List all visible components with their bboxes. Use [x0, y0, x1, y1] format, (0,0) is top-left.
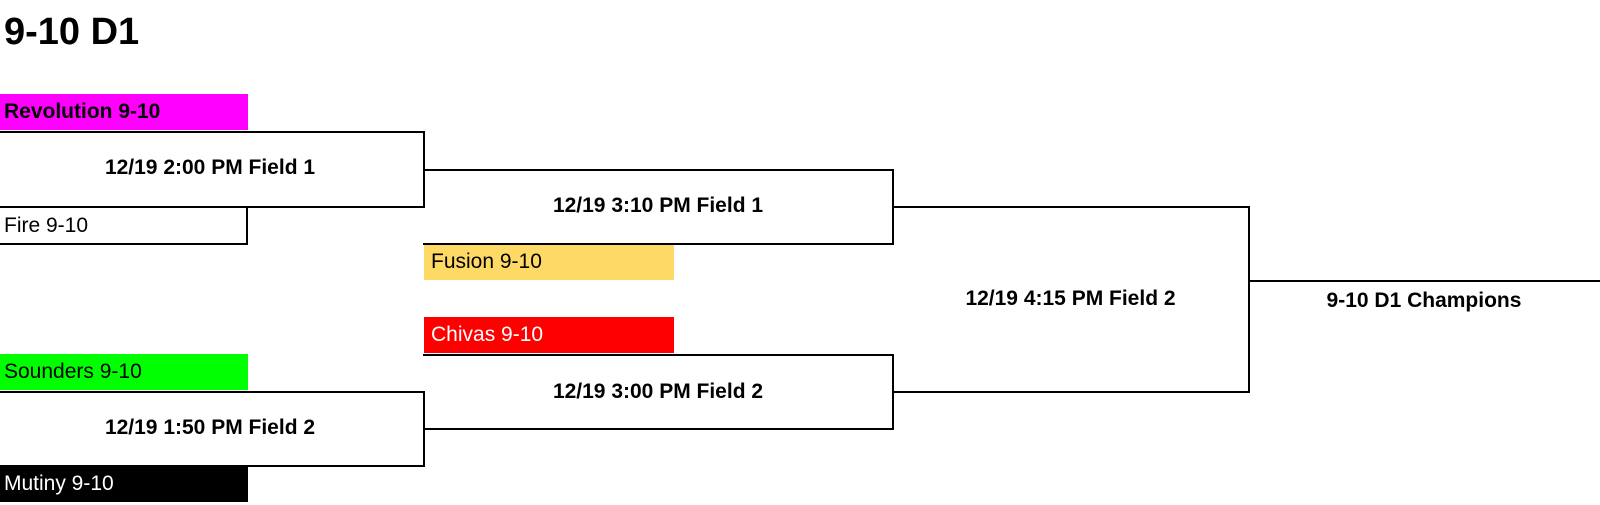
- game-label: 12/19 2:00 PM Field 1: [104, 156, 316, 179]
- bracket-line: [0, 131, 425, 133]
- team-slot-fire: Fire 9-10: [0, 208, 248, 244]
- bracket-line: [246, 206, 248, 244]
- bracket-line: [0, 206, 425, 208]
- bracket-title: 9-10 D1: [4, 11, 140, 53]
- team-slot-sounders: Sounders 9-10: [0, 354, 248, 390]
- bracket-line: [0, 391, 425, 393]
- bracket-line: [423, 243, 894, 245]
- team-slot-mutiny: Mutiny 9-10: [0, 466, 248, 502]
- champion-label: 9-10 D1 Champions: [1326, 289, 1522, 312]
- bracket-line: [0, 243, 248, 245]
- team-slot-fusion: Fusion 9-10: [424, 244, 674, 280]
- bracket-line: [0, 465, 425, 467]
- bracket-line: [892, 391, 1250, 393]
- game-label: 12/19 1:50 PM Field 2: [104, 416, 316, 439]
- bracket-line: [1248, 206, 1250, 392]
- team-slot-chivas: Chivas 9-10: [424, 317, 674, 353]
- bracket-line: [892, 206, 1250, 208]
- game-label: 12/19 4:15 PM Field 2: [965, 287, 1176, 310]
- team-slot-revolution: Revolution 9-10: [0, 94, 248, 130]
- bracket-line: [423, 428, 894, 430]
- bracket-line: [423, 169, 894, 171]
- game-label: 12/19 3:00 PM Field 2: [552, 380, 764, 403]
- bracket-line: [423, 354, 894, 356]
- bracket-line: [1248, 280, 1600, 282]
- game-label: 12/19 3:10 PM Field 1: [552, 194, 764, 217]
